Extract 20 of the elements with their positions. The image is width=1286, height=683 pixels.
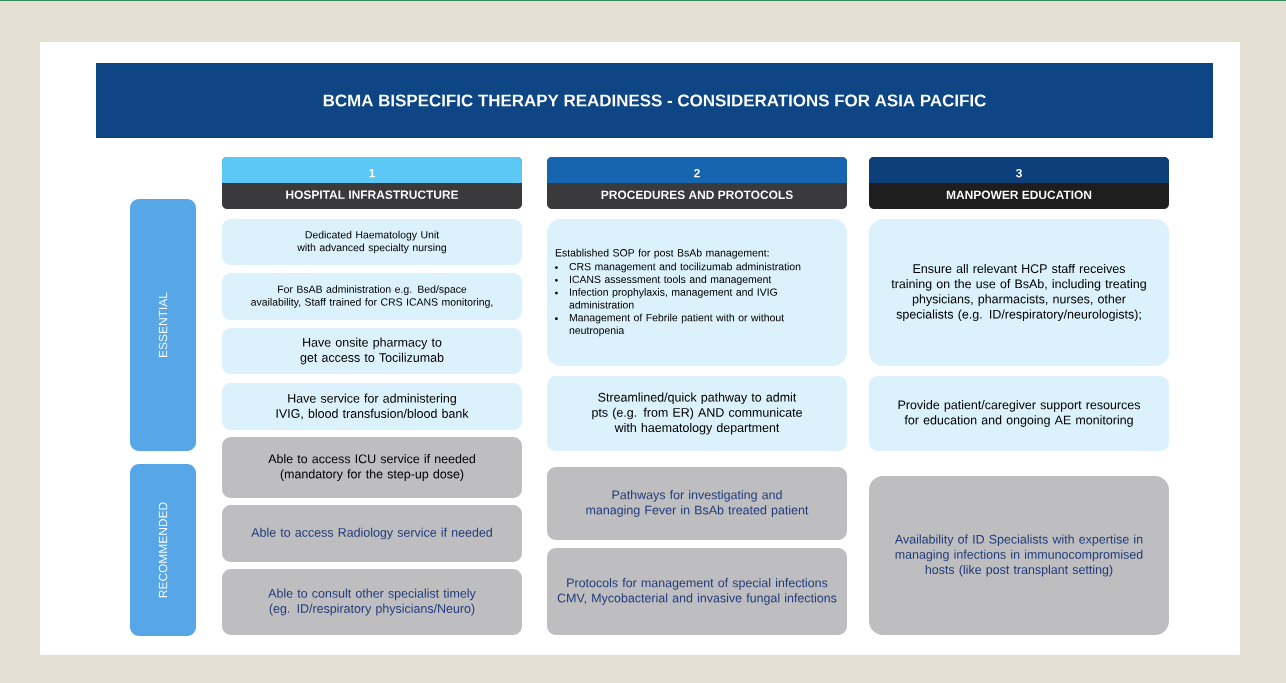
essential-box: Provide patient/caregiver support resources for education and ongoing AE monitoring — [869, 376, 1169, 451]
essential-box: Established SOP for post BsAb management: CRS management and tocilizumab administration ICANS assessment tools and management Infection prophylaxis, management and IVIG administration Management of Febrile patient with or without neutropenia — [547, 219, 847, 366]
recommended-box: Pathways for investigating and managing Fever in BsAb treated patient — [547, 467, 847, 540]
recommended-box: Protocols for management of special infections CMV, Mycobacterial and invasive fungal infections — [547, 548, 847, 635]
column-header: 1 HOSPITAL INFRASTRUCTURE — [222, 157, 522, 209]
column-header: 3 MANPOWER EDUCATION — [869, 157, 1169, 209]
title-banner: BCMA BISPECIFIC THERAPY READINESS - CONSIDERATIONS FOR ASIA PACIFIC — [96, 63, 1213, 138]
category-band: RECOMMENDED — [130, 464, 196, 636]
essential-box: For BsAB administration e.g. Bed/space availability, Staff trained for CRS ICANS monitoring, — [222, 273, 522, 320]
essential-box: Streamlined/quick pathway to admit pts (e.g. from ER) AND communicate with haematology department — [547, 376, 847, 451]
essential-box: Have onsite pharmacy to get access to Tocilizumab — [222, 328, 522, 374]
essential-box: Have service for administering IVIG, blood transfusion/blood bank — [222, 383, 522, 430]
column-header: 2 PROCEDURES AND PROTOCOLS — [547, 157, 847, 209]
recommended-box: Availability of ID Specialists with expertise in managing infections in immunocompromised hosts (like post transplant setting) — [869, 476, 1169, 635]
recommended-box: Able to consult other specialist timely (eg. ID/respiratory physicians/Neuro) — [222, 569, 522, 635]
essential-box: Ensure all relevant HCP staff receives training on the use of BsAb, including treating physicians, pharmacists, nurses, other specialists (e.g. ID/respiratory/neurologists); — [869, 219, 1169, 366]
category-band: ESSENTIAL — [130, 199, 196, 451]
recommended-box: Able to access ICU service if needed (mandatory for the step-up dose) — [222, 437, 522, 498]
recommended-box: Able to access Radiology service if needed — [222, 505, 522, 562]
essential-box: Dedicated Haematology Unit with advanced specialty nursing — [222, 219, 522, 265]
